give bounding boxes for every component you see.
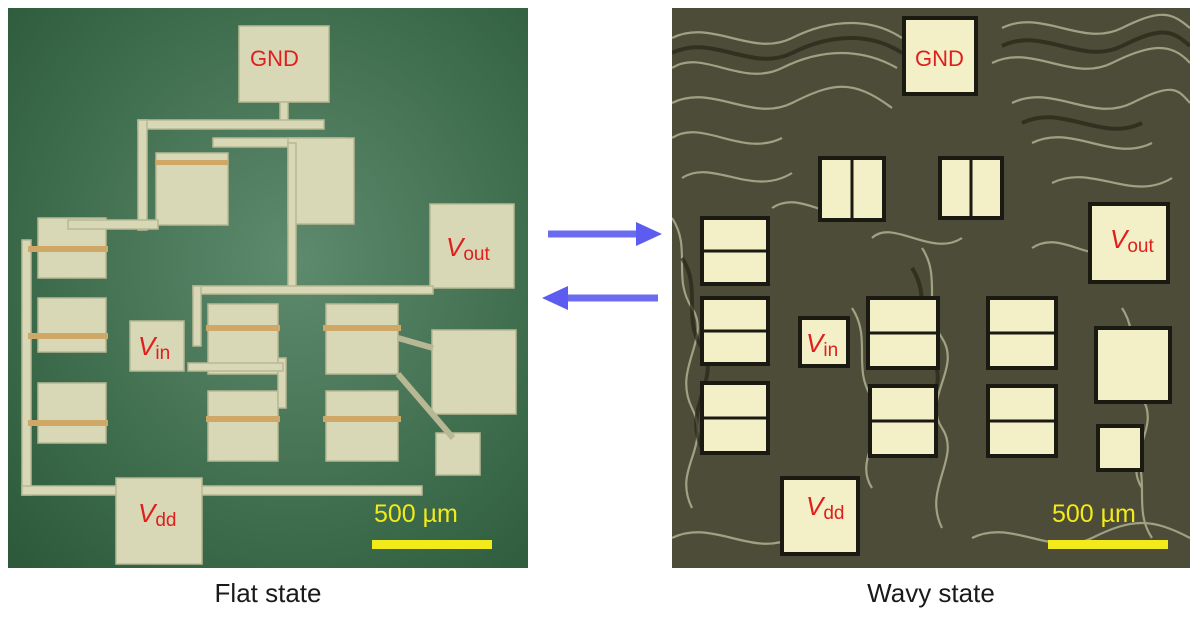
flat-circuit-micrograph [8, 8, 528, 568]
vout-label: Vout [1110, 226, 1154, 256]
right-arrow-icon [548, 222, 662, 246]
vdd-subscript: dd [823, 503, 845, 524]
wavy-state-caption: Wavy state [867, 578, 995, 608]
vout-symbol: V [1110, 224, 1128, 254]
left-arrow-icon [542, 286, 658, 310]
gnd-label: GND [915, 46, 964, 71]
vin-subscript: in [155, 343, 171, 364]
vdd-label: Vdd [806, 493, 844, 523]
vdd-subscript: dd [155, 510, 177, 531]
scale-bar-label: 500 µm [1052, 500, 1136, 528]
wavy-circuit-micrograph [672, 8, 1190, 568]
vin-symbol: V [138, 331, 156, 361]
vout-subscript: out [463, 244, 490, 265]
gnd-label: GND [250, 46, 299, 71]
vout-subscript: out [1127, 236, 1154, 257]
scale-bar [372, 540, 492, 549]
scale-bar [1048, 540, 1168, 549]
toggle-arrows [542, 222, 662, 310]
wavy-state-image: GND Vout Vin Vdd 500 µm [672, 8, 1190, 568]
vout-label: Vout [446, 234, 490, 264]
vin-label: Vin [138, 333, 170, 363]
flat-state-caption: Flat state [214, 578, 322, 608]
vin-label: Vin [806, 330, 838, 360]
vdd-symbol: V [138, 498, 156, 528]
vout-symbol: V [446, 232, 464, 262]
vdd-label: Vdd [138, 500, 176, 530]
flat-state-image: GND Vout Vin Vdd 500 µm [8, 8, 528, 568]
scale-bar-label: 500 µm [374, 500, 458, 528]
vin-symbol: V [806, 328, 824, 358]
vdd-symbol: V [806, 491, 824, 521]
vin-subscript: in [823, 340, 839, 361]
